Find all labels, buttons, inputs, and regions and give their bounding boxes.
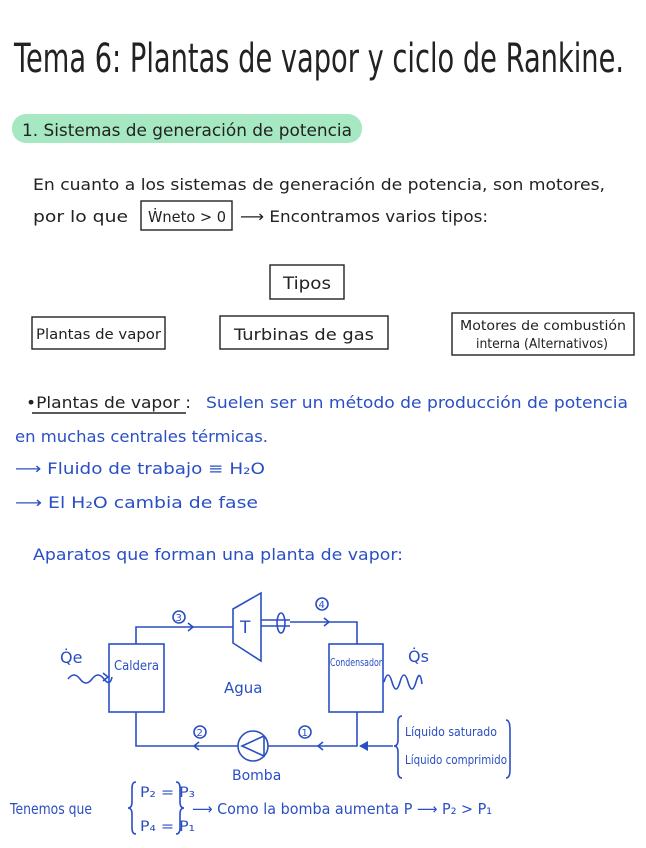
- shaft-rotation-icon: [276, 612, 286, 634]
- arrow-3: [187, 622, 195, 632]
- pump-label: Bomba: [232, 768, 281, 784]
- state-1-number: 1: [302, 728, 308, 739]
- arrow-4: [323, 617, 331, 627]
- pipe-boiler-turbine: [135, 626, 233, 644]
- arrow-2: [192, 741, 200, 751]
- heat-out-label: Q̇s: [408, 647, 429, 666]
- fluid-label: Agua: [224, 679, 262, 697]
- heat-in-label: Q̇e: [60, 648, 82, 667]
- turbine-shape: [232, 591, 262, 663]
- state-2-number: 2: [197, 728, 203, 739]
- heat-in-arrow: [102, 672, 110, 682]
- pump-triangle: [240, 735, 265, 758]
- boiler-label: Caldera: [114, 659, 159, 674]
- bullet-working-fluid: ⟶ Fluido de trabajo ≡ H₂O: [15, 459, 265, 478]
- page-title: Tema 6: Plantas de vapor y ciclo de Rank…: [13, 36, 624, 82]
- state-label-2: 2: [193, 725, 207, 739]
- bullet-phase-change: ⟶ El H₂O cambia de fase: [15, 493, 258, 512]
- type-ice-label-1: Motores de combustión: [460, 319, 626, 334]
- liquid-option-compressed: Líquido comprimido: [405, 753, 507, 767]
- conclusion-prefix: Tenemos que: [9, 800, 92, 818]
- pipe-turbine-condenser: [290, 621, 358, 644]
- conclusion-result: ⟶ Como la bomba aumenta P ⟶ P₂ > P₁: [192, 800, 492, 818]
- heat-in-wave: [67, 674, 113, 684]
- type-ice-label-2: interna (Alternativos): [476, 337, 608, 352]
- boiler-box: [108, 643, 165, 713]
- tipos-box: [269, 264, 345, 300]
- type-box-gas: [219, 315, 389, 350]
- section-highlight: [12, 114, 362, 143]
- state-label-4: 4: [315, 597, 329, 611]
- state-label-1: 1: [298, 725, 312, 739]
- liquid-brace-right: [505, 719, 511, 779]
- pressure-eq-2: P₄ = P₁: [140, 819, 195, 835]
- formula-box: [140, 200, 233, 231]
- intro-line-2-suffix: ⟶ Encontramos varios tipos:: [240, 207, 488, 226]
- net-work-formula: Ẇneto > 0: [148, 207, 226, 226]
- conclusion-brace-left: [127, 781, 137, 835]
- plantas-desc-2: en muchas centrales térmicas.: [15, 427, 268, 446]
- type-gas-label: Turbinas de gas: [233, 325, 374, 344]
- liquid-brace-left: [393, 715, 403, 779]
- section-heading: 1. Sistemas de generación de potencia: [22, 121, 352, 141]
- plantas-desc-1: Suelen ser un método de producción de po…: [206, 393, 628, 412]
- condenser-label: Condensador: [330, 656, 382, 669]
- state-3-number: 3: [176, 613, 182, 624]
- aparatos-heading: Aparatos que forman una planta de vapor:: [33, 545, 403, 564]
- type-steam-label: Plantas de vapor: [36, 327, 161, 343]
- intro-line-2-prefix: por lo que: [33, 207, 128, 226]
- plantas-label: •Plantas de vapor :: [26, 393, 191, 412]
- state-4-number: 4: [319, 600, 325, 611]
- tipos-label: Tipos: [282, 274, 331, 294]
- intro-line-1: En cuanto a los sistemas de generación d…: [33, 175, 605, 194]
- state-label-3: 3: [172, 610, 186, 624]
- pressure-eq-1: P₂ = P₃: [140, 785, 195, 801]
- pipe-pump-boiler: [135, 712, 238, 747]
- pipe-condenser-pump: [268, 712, 358, 747]
- heat-out-wave: [383, 674, 423, 690]
- conclusion-brace-right: [175, 781, 185, 835]
- liquid-option-saturated: Líquido saturado: [405, 725, 497, 739]
- liquid-inlet-arrow: [359, 741, 368, 751]
- type-box-ice: [451, 312, 635, 356]
- rankine-diagram: Caldera Condensador T 3 4 2 1 Q̇e Q̇s Ag…: [60, 591, 511, 784]
- arrow-1: [316, 741, 324, 751]
- type-box-steam: [31, 316, 166, 350]
- turbine-label: T: [239, 618, 251, 638]
- condenser-box: [328, 643, 384, 713]
